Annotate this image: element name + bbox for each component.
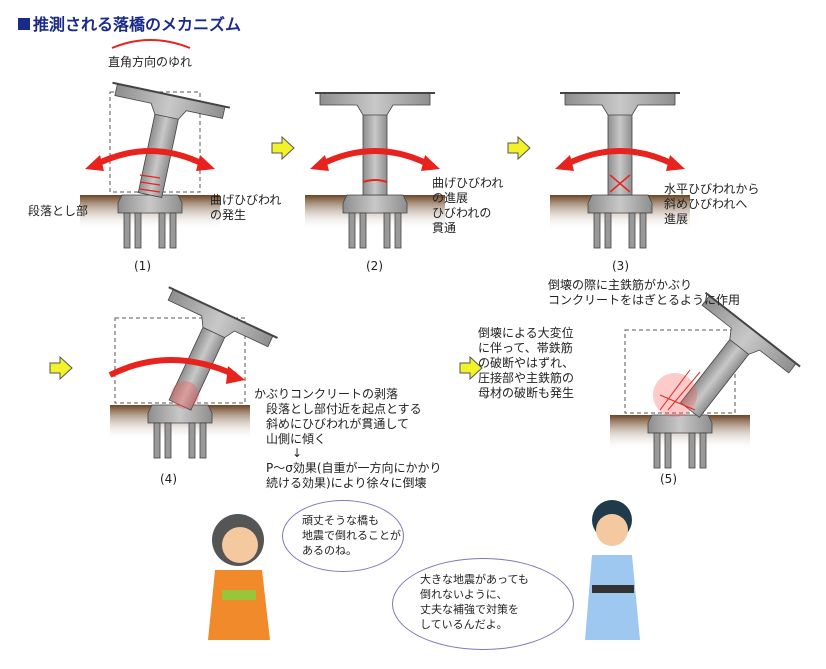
annotation: ↓ (292, 446, 303, 460)
annotation: 貫通 (432, 221, 457, 235)
annotation: 水平ひびわれから (664, 182, 760, 196)
annotation: 山側に傾く (266, 432, 327, 446)
girl-speech-line: 地震で倒れることが (302, 529, 401, 542)
step-label: (4) (160, 472, 177, 486)
step-label: (1) (134, 259, 151, 273)
annotation: 段落とし部付近を起点とする (266, 402, 422, 416)
annotation: の破断やはずれ、 (478, 356, 575, 370)
annotation: 倒壊による大変位 (478, 326, 574, 340)
annotation: ひびわれの (432, 206, 492, 220)
square-bullet-icon (18, 18, 30, 30)
pier-step-1 (79, 39, 231, 249)
boy-speech-line: 丈夫な補強で対策を (420, 603, 519, 616)
annotation: かぶりコンクリートの剥落 (254, 387, 399, 401)
annotation: 曲げひびわれ (210, 193, 282, 207)
annotation: 続ける効果)により徐々に倒壊 (266, 476, 427, 490)
girl-character (208, 514, 270, 640)
pier-step-3 (549, 92, 691, 249)
annotation: の発生 (210, 208, 247, 222)
annotation: に伴って、帯鉄筋 (478, 341, 573, 355)
page-title: 推測される落橋のメカニズム (18, 11, 241, 35)
pier-step-4 (108, 286, 279, 459)
boy-speech-line: しているんだよ。 (420, 618, 508, 631)
next-arrow-icon (49, 356, 73, 380)
boy-speech-line: 大きな地震があっても (420, 573, 529, 586)
pier-step-2 (304, 92, 446, 249)
girl-speech-line: 頑丈そうな橋も (302, 514, 379, 527)
boy-speech-bubble (392, 558, 574, 650)
girl-speech-line: あるのね。 (302, 544, 357, 557)
annotation: 斜めひびわれへ (664, 197, 748, 211)
step-label: (3) (612, 259, 629, 273)
next-arrow-icon (507, 136, 531, 160)
step-label: (5) (660, 472, 677, 486)
annotation: 直角方向のゆれ (108, 55, 193, 69)
annotation: 圧接部や主鉄筋の (478, 371, 575, 385)
next-arrow-icon (271, 136, 295, 160)
annotation: 段落とし部 (28, 204, 89, 218)
annotation: 進展 (664, 212, 689, 226)
step-label: (2) (366, 259, 383, 273)
boy-character (585, 500, 640, 640)
annotation: 曲げひびわれ (432, 176, 504, 190)
annotation: P～σ効果(自重が一方向にかかり (266, 461, 442, 475)
annotation: 斜めにひびわれが貫通して (266, 417, 410, 431)
title-text: 推測される落橋のメカニズム (33, 15, 242, 34)
girl-speech-bubble (282, 500, 404, 572)
annotation: の進展 (432, 191, 469, 205)
pier-step-5 (609, 291, 802, 469)
annotation: 母材の破断も発生 (478, 386, 575, 400)
annotation: コンクリートをはぎとるように作用 (548, 293, 741, 307)
annotation: 倒壊の際に主鉄筋がかぶり (548, 278, 693, 292)
boy-speech-line: 倒れないように、 (420, 588, 508, 601)
